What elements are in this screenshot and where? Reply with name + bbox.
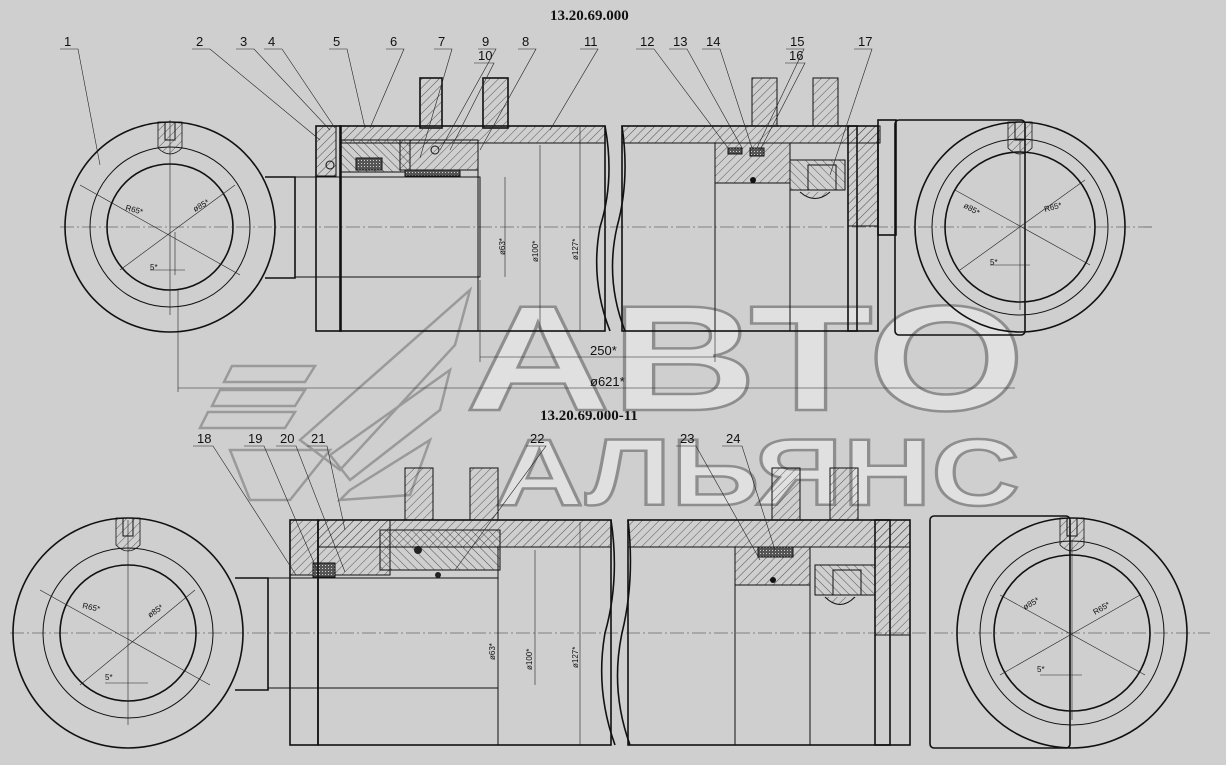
watermark-logo: АВТО АЛЬЯНС — [197, 273, 1026, 527]
bottom-callouts: 18 19 20 21 22 23 24 — [193, 431, 776, 576]
callout-9: 9 — [482, 34, 489, 49]
bottom-rod-diameter: ø63* — [488, 643, 497, 660]
callout-20: 20 — [280, 431, 294, 446]
callout-1: 1 — [64, 34, 71, 49]
callout-16: 16 — [789, 48, 803, 63]
bottom-outer-diameter: ø127* — [571, 647, 580, 668]
top-rod-diameter: ø63* — [498, 238, 507, 255]
top-drawing-title: 13.20.69.000 — [550, 8, 629, 24]
callout-14: 14 — [706, 34, 720, 49]
bottom-drawing-title: 13.20.69.000-11 — [540, 408, 638, 424]
callout-5: 5 — [333, 34, 340, 49]
callout-4: 4 — [268, 34, 275, 49]
callout-8: 8 — [522, 34, 529, 49]
top-left-radius: R65* — [124, 203, 144, 216]
callout-7: 7 — [438, 34, 445, 49]
watermark-line-2: АЛЬЯНС — [495, 420, 1020, 526]
callout-18: 18 — [197, 431, 211, 446]
callout-2: 2 — [196, 34, 203, 49]
bottom-left-radius: R65* — [82, 601, 101, 614]
callout-17: 17 — [858, 34, 872, 49]
top-left-angle: 5* — [150, 263, 158, 272]
callout-10: 10 — [478, 48, 492, 63]
top-stroke-dimension: 250* — [590, 343, 617, 358]
top-cylinder — [60, 77, 1155, 392]
bottom-right-eye — [956, 517, 1188, 749]
top-right-radius: R65* — [1043, 201, 1063, 214]
top-outer-diameter: ø127* — [571, 239, 580, 260]
callout-13: 13 — [673, 34, 687, 49]
top-right-diameter: ø85* — [962, 201, 981, 217]
top-overall-dimension: ø621* — [590, 374, 625, 389]
bottom-cylinder — [10, 467, 1210, 749]
top-right-eye — [914, 121, 1126, 333]
top-callouts: 1 2 3 4 5 6 7 9 10 8 11 12 13 14 15 16 1… — [60, 34, 872, 176]
bottom-right-radius: R65* — [1092, 600, 1112, 617]
callout-23: 23 — [680, 431, 694, 446]
top-bore-diameter: ø100* — [531, 241, 540, 262]
callout-3: 3 — [240, 34, 247, 49]
callout-22: 22 — [530, 431, 544, 446]
bottom-right-diameter: ø85* — [1022, 595, 1041, 611]
callout-12: 12 — [640, 34, 654, 49]
callout-19: 19 — [248, 431, 262, 446]
callout-11: 11 — [584, 34, 598, 49]
bottom-left-eye — [12, 517, 244, 749]
watermark-line-1: АВТО — [465, 274, 1025, 442]
bottom-left-angle: 5* — [105, 673, 113, 682]
top-left-eye — [64, 120, 276, 333]
top-left-diameter: ø85* — [192, 197, 211, 213]
callout-24: 24 — [726, 431, 740, 446]
top-right-angle: 5* — [990, 258, 998, 267]
callout-21: 21 — [311, 431, 325, 446]
bottom-bore-diameter: ø100* — [525, 649, 534, 670]
callout-15: 15 — [790, 34, 804, 49]
bottom-right-angle: 5* — [1037, 665, 1045, 674]
callout-6: 6 — [390, 34, 397, 49]
